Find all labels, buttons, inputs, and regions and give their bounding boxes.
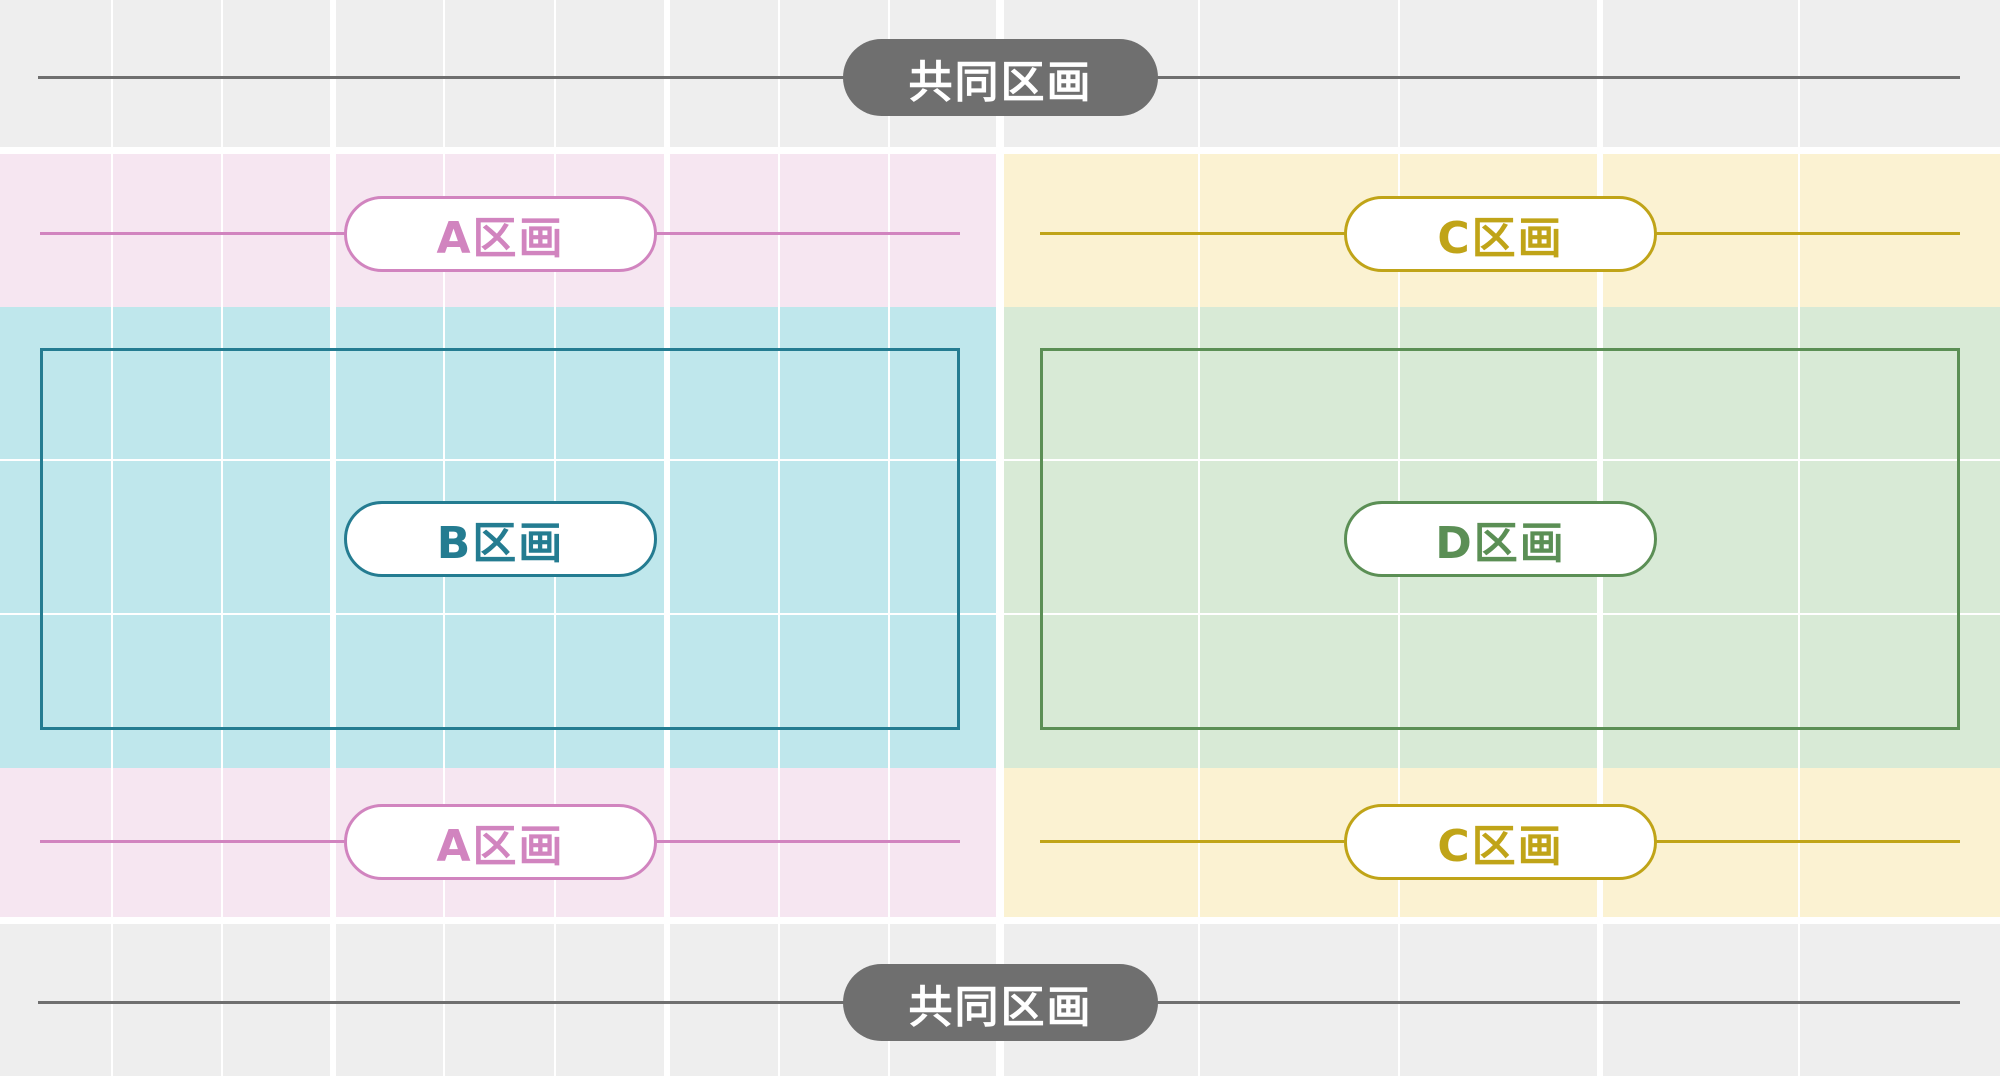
grid-line (1798, 0, 1800, 1076)
grid-line (0, 613, 2000, 615)
grid-line-major (996, 0, 1004, 1076)
grid-line (221, 0, 223, 1076)
grid-line-major (0, 917, 2000, 924)
grid-line (111, 0, 113, 1076)
grid-line (1198, 0, 1200, 1076)
b-zone-frame (40, 348, 960, 730)
zone-a-label-top: A区画 (344, 196, 657, 272)
zone-b-label: B区画 (344, 501, 657, 577)
grid-line (778, 0, 780, 1076)
d-zone-frame (1040, 348, 1960, 730)
grid-line-major (330, 0, 336, 1076)
grid-line-major (664, 0, 670, 1076)
grid-line (888, 0, 890, 1076)
grid-line (0, 459, 2000, 461)
shared-zone-label-bottom: 共同区画 (843, 964, 1158, 1041)
zone-a-label-bottom: A区画 (344, 804, 657, 880)
grid-line-major (0, 147, 2000, 154)
zone-d-label: D区画 (1344, 501, 1657, 577)
zone-c-label-bottom: C区画 (1344, 804, 1657, 880)
zone-c-label-top: C区画 (1344, 196, 1657, 272)
shared-zone-label-top: 共同区画 (843, 39, 1158, 116)
